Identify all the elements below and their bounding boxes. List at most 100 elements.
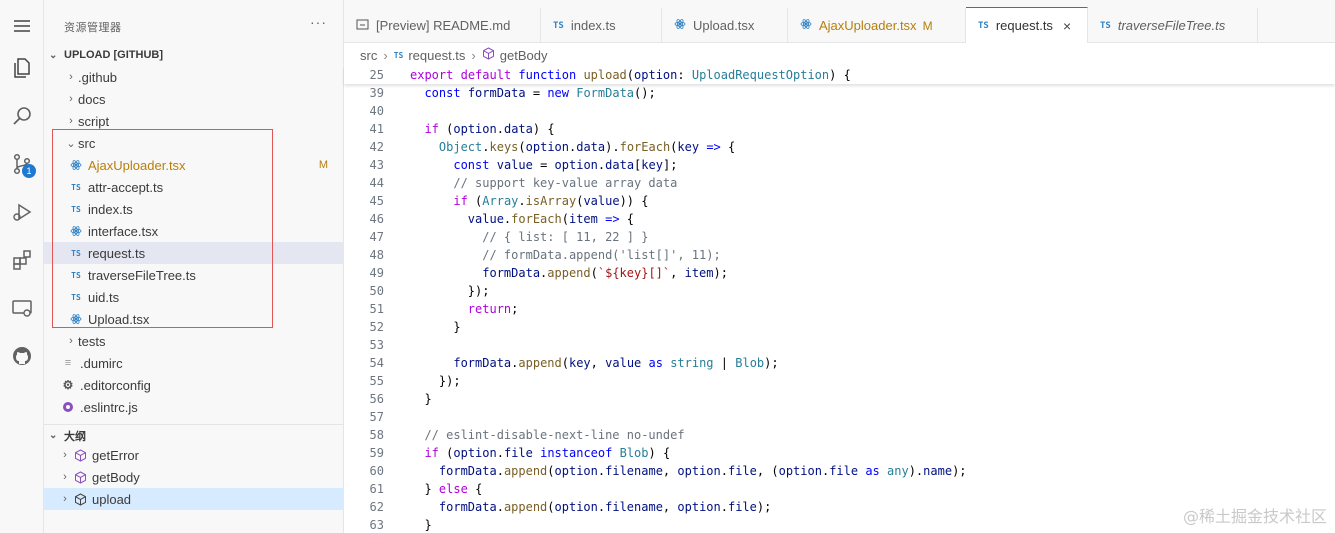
workspace-header[interactable]: ⌄ UPLOAD [GITHUB] [44, 44, 344, 66]
source-control-badge: 1 [22, 164, 36, 178]
tree-item-ajaxuploader[interactable]: AjaxUploader.tsx M [44, 154, 344, 176]
run-debug-icon[interactable] [6, 196, 38, 228]
gear-icon: ⚙ [62, 378, 74, 392]
outline-header[interactable]: ⌄ 大纲 [44, 424, 344, 446]
outline-item-label: upload [92, 491, 132, 507]
line-number: 62 [369, 500, 384, 514]
modified-indicator: M [922, 18, 933, 33]
tree-item-docs[interactable]: › docs [44, 88, 344, 110]
tree-item-label: Upload.tsx [88, 311, 150, 327]
outline-item-getbody[interactable]: › getBody [44, 466, 344, 488]
extensions-icon[interactable] [6, 244, 38, 276]
line-number: 43 [369, 158, 384, 172]
tree-item-request[interactable]: TS request.ts [44, 242, 344, 264]
tree-item-dumirc[interactable]: ≡ .dumirc [44, 352, 344, 374]
chevron-right-icon: › [471, 47, 476, 63]
line-number: 53 [369, 338, 384, 352]
tree-item-src[interactable]: ⌄ src [44, 132, 344, 154]
tab-label: index.ts [570, 18, 616, 33]
code-line: 52 } [344, 318, 1335, 336]
method-icon [72, 469, 88, 485]
code-text: formData.append(option.filename, option.… [438, 464, 967, 478]
code-line: 47 // { list: [ 11, 22 ] } [344, 228, 1335, 246]
tab-upload-tsx[interactable]: Upload.tsx [662, 8, 788, 43]
tree-item-upload-tsx[interactable]: Upload.tsx [44, 308, 344, 330]
code-line: 44 // support key-value array data [344, 174, 1335, 192]
tab-label: [Preview] README.md [376, 18, 511, 33]
tree-item-attr-accept[interactable]: TS attr-accept.ts [44, 176, 344, 198]
code-line: 62 formData.append(option.filename, opti… [344, 498, 1335, 516]
tree-item-label: src [78, 135, 96, 151]
code-line: 53 [344, 336, 1335, 354]
editor-tabs: [Preview] README.md TS index.ts Upload.t… [344, 0, 1335, 43]
tab-request-ts[interactable]: TS request.ts × [966, 7, 1088, 43]
activity-bar: 1 [0, 0, 44, 533]
code-line: 39 const formData = new FormData(); [344, 84, 1335, 102]
code-text: return; [467, 302, 519, 316]
code-text: }); [467, 284, 490, 298]
tree-item-tests[interactable]: › tests [44, 330, 344, 352]
tree-item-eslintrc[interactable]: .eslintrc.js [44, 396, 344, 418]
outline-item-geterror[interactable]: › getError [44, 444, 344, 466]
code-text: // { list: [ 11, 22 ] } [482, 230, 649, 244]
typescript-file-icon: TS [553, 20, 564, 31]
tree-item-label: attr-accept.ts [88, 179, 164, 195]
typescript-file-icon: TS [393, 50, 404, 60]
typescript-file-icon: TS [71, 292, 81, 302]
code-text: }); [438, 374, 461, 388]
chevron-down-icon: ⌄ [66, 137, 76, 150]
source-control-icon[interactable]: 1 [6, 148, 38, 180]
outline-item-upload[interactable]: › upload [44, 488, 344, 510]
outline-item-label: getBody [92, 469, 140, 485]
typescript-file-icon: TS [71, 248, 81, 258]
tab-ajaxuploader-tsx[interactable]: AjaxUploader.tsx M [788, 8, 966, 43]
explorer-title: 资源管理器 [64, 22, 122, 34]
tree-item-label: request.ts [88, 245, 146, 261]
menu-icon[interactable] [6, 10, 38, 42]
line-number: 46 [369, 212, 384, 226]
tree-item-label: .eslintrc.js [80, 399, 138, 415]
more-actions-icon[interactable]: ··· [310, 14, 327, 30]
code-text: // eslint-disable-next-line no-undef [424, 428, 685, 442]
eslint-icon [60, 399, 76, 415]
tree-item-traversefiletree[interactable]: TS traverseFileTree.ts [44, 264, 344, 286]
code-line: 42 Object.keys(option.data).forEach(key … [344, 138, 1335, 156]
code-text: // support key-value array data [453, 176, 678, 190]
code-text: if (option.data) { [424, 122, 555, 136]
close-icon[interactable]: × [1062, 17, 1072, 34]
tab-readme-preview[interactable]: [Preview] README.md [344, 8, 541, 43]
line-number: 60 [369, 464, 384, 478]
code-line: 63 } [344, 516, 1335, 533]
search-icon[interactable] [6, 100, 38, 132]
tree-item-editorconfig[interactable]: ⚙ .editorconfig [44, 374, 344, 396]
github-icon[interactable] [6, 340, 38, 372]
tree-item-script[interactable]: › script [44, 110, 344, 132]
outline-title: 大纲 [64, 430, 86, 443]
code-line: 48 // formData.append('list[]', 11); [344, 246, 1335, 264]
tab-traversefiletree-ts[interactable]: TS traverseFileTree.ts [1088, 8, 1258, 43]
typescript-file-icon: TS [71, 182, 81, 192]
tree-item-github[interactable]: › .github [44, 66, 344, 88]
code-text: } [424, 518, 432, 532]
code-line: 43 const value = option.data[key]; [344, 156, 1335, 174]
breadcrumb-file[interactable]: request.ts [408, 47, 466, 63]
line-number: 44 [369, 176, 384, 190]
code-text: value.forEach(item => { [467, 212, 635, 226]
tree-item-uid[interactable]: TS uid.ts [44, 286, 344, 308]
tree-item-interface[interactable]: interface.tsx [44, 220, 344, 242]
breadcrumb-folder[interactable]: src [360, 47, 378, 63]
code-line: 54 formData.append(key, value as string … [344, 354, 1335, 372]
breadcrumb-symbol[interactable]: getBody [499, 47, 548, 63]
code-line: 55 }); [344, 372, 1335, 390]
typescript-file-icon: TS [978, 20, 989, 31]
explorer-icon[interactable] [6, 52, 38, 84]
tab-label: AjaxUploader.tsx [819, 18, 917, 33]
tree-item-index[interactable]: TS index.ts [44, 198, 344, 220]
tree-item-label: .github [78, 69, 118, 85]
code-text: } else { [424, 482, 483, 496]
react-file-icon [68, 311, 84, 327]
line-number: 41 [369, 122, 384, 136]
remote-explorer-icon[interactable] [6, 292, 38, 324]
tab-index-ts[interactable]: TS index.ts [541, 8, 662, 43]
